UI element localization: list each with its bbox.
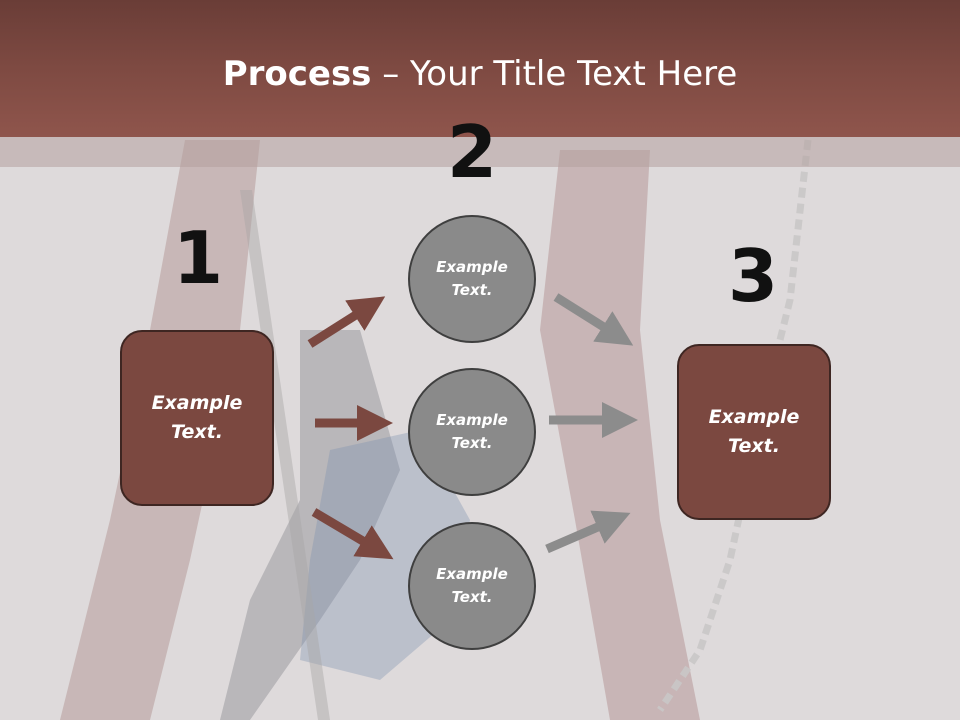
- step-number-2: 2: [446, 110, 498, 194]
- process-circle-3-label: Example Text.: [436, 565, 508, 606]
- start-box: Example Text.: [120, 330, 274, 506]
- arrow-from-circle-3: [545, 510, 631, 554]
- step-number-3: 3: [727, 234, 779, 318]
- arrow-from-circle-1: [553, 293, 634, 346]
- process-circle-2-label: Example Text.: [436, 411, 508, 452]
- end-box: Example Text.: [677, 344, 831, 520]
- title-bar-strip: [0, 137, 960, 167]
- arrow-to-circle-3: [311, 508, 394, 560]
- process-circle-1-label: Example Text.: [436, 258, 508, 299]
- process-circle-1: Example Text.: [408, 215, 536, 343]
- title-rest: – Your Title Text Here: [371, 54, 738, 94]
- start-box-label: Example Text.: [151, 392, 243, 443]
- title-bar: [0, 0, 960, 137]
- slide-title: Process – Your Title Text Here: [0, 52, 960, 96]
- title-bold: Process: [222, 54, 372, 94]
- end-box-label: Example Text.: [708, 406, 800, 457]
- process-circle-3: Example Text.: [408, 522, 536, 650]
- step-number-1: 1: [172, 216, 224, 300]
- arrow-to-circle-1: [307, 296, 386, 348]
- process-circle-2: Example Text.: [408, 368, 536, 496]
